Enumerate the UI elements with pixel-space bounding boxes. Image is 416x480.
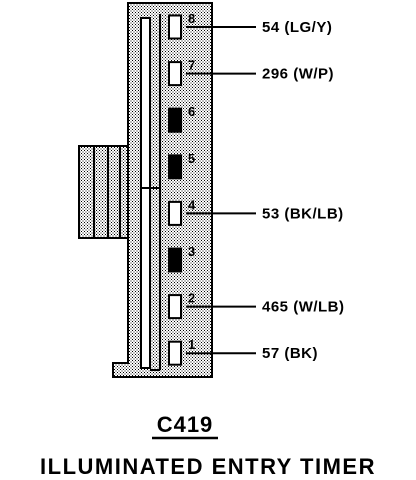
pin-cavity-empty <box>168 247 182 273</box>
pin-number: 1 <box>188 337 195 352</box>
pin-7: 7 296 (W/P) <box>168 58 334 87</box>
pin-cavity-empty <box>168 107 182 133</box>
pin-6: 6 <box>168 104 195 133</box>
wire-label: 53 (BK/LB) <box>262 205 344 222</box>
pin-8: 8 54 (LG/Y) <box>168 11 332 40</box>
wire-label: 57 (BK) <box>262 345 318 362</box>
pin-cavity-terminal <box>168 61 182 87</box>
wire-label: 296 (W/P) <box>262 66 334 83</box>
pin-number: 8 <box>188 11 195 26</box>
pin-number: 7 <box>188 58 195 73</box>
connector-id: C419 <box>157 412 214 437</box>
pin-cavities: 8 54 (LG/Y) 7 296 (W/P) 6 5 4 53 (BK/LB) 3 2 465 (… <box>168 11 345 366</box>
pin-number: 6 <box>188 104 195 119</box>
pin-3: 3 <box>168 244 195 273</box>
pin-number: 5 <box>188 151 195 166</box>
pin-4: 4 53 (BK/LB) <box>168 197 344 226</box>
pin-1: 1 57 (BK) <box>168 337 318 366</box>
wire-label: 54 (LG/Y) <box>262 19 332 36</box>
wire-label: 465 (W/LB) <box>262 299 345 316</box>
pin-number: 2 <box>188 291 195 306</box>
pin-cavity-terminal <box>168 340 182 366</box>
pin-5: 5 <box>168 151 195 180</box>
pin-cavity-empty <box>168 154 182 180</box>
pin-cavity-terminal <box>168 14 182 40</box>
connector-housing <box>78 2 213 378</box>
connector-caption: ILLUMINATED ENTRY TIMER <box>40 454 376 479</box>
pin-number: 3 <box>188 244 195 259</box>
pin-cavity-terminal <box>168 294 182 320</box>
pin-2: 2 465 (W/LB) <box>168 291 345 320</box>
pin-number: 4 <box>188 197 196 212</box>
pin-cavity-terminal <box>168 200 182 226</box>
